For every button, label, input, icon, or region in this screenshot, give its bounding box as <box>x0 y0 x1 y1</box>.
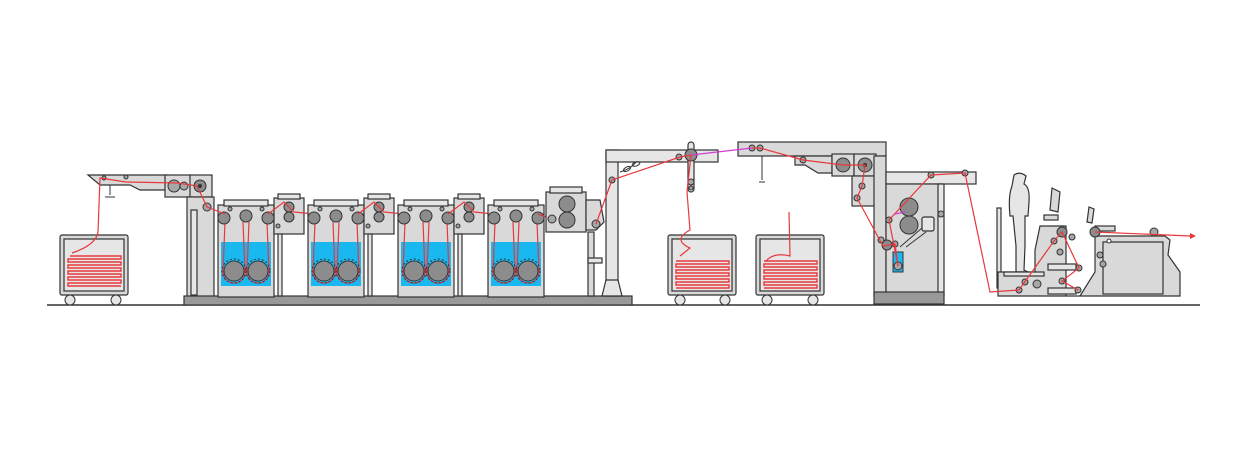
fabric-path <box>71 147 1196 293</box>
wheel-icon <box>110 294 122 306</box>
guide-roll-icon <box>403 260 425 282</box>
wash-compartment <box>397 199 455 298</box>
monitor-icon <box>1049 187 1061 213</box>
fabric-pile-icon <box>763 260 818 289</box>
wheel-icon <box>64 294 76 306</box>
squeeze-roll-icon <box>558 211 576 229</box>
guide-roll-icon <box>427 260 449 282</box>
person-icon <box>1008 172 1030 273</box>
operator <box>996 172 1030 289</box>
guide-roll-icon <box>247 260 269 282</box>
guide-roll-icon <box>337 260 359 282</box>
guide-roll-icon <box>223 260 245 282</box>
final-squeeze-unit <box>545 186 605 297</box>
wheel-icon <box>674 294 686 306</box>
squeeze-roll-icon <box>283 211 295 223</box>
pad-roll-icon <box>899 197 919 217</box>
squeeze-roll-icon <box>558 195 576 213</box>
padder-unit <box>873 155 977 305</box>
pad-roll-icon <box>899 215 919 235</box>
wash-compartment <box>217 199 275 298</box>
wash-compartments <box>217 193 597 298</box>
wheel-icon <box>719 294 731 306</box>
infeed-cart <box>59 234 129 306</box>
fabric-pile-icon <box>67 255 122 287</box>
fabric-pile-icon <box>675 260 730 289</box>
monitor-icon <box>1086 206 1095 224</box>
guide-roll-icon <box>493 260 515 282</box>
guide-roll-icon <box>313 260 335 282</box>
fabric-exit-arrow <box>1190 233 1196 239</box>
guide-roll-icon <box>517 260 539 282</box>
wheel-icon <box>807 294 819 306</box>
squeeze-roll-icon <box>373 211 385 223</box>
squeeze-unit <box>447 193 495 297</box>
squeeze-unit <box>357 193 405 297</box>
intermediate-cart-1 <box>667 234 737 306</box>
squeeze-roll-icon <box>463 211 475 223</box>
infeed-unit <box>86 174 215 298</box>
wheel-icon <box>761 294 773 306</box>
squeeze-unit <box>267 193 315 297</box>
wash-compartment <box>307 199 365 298</box>
